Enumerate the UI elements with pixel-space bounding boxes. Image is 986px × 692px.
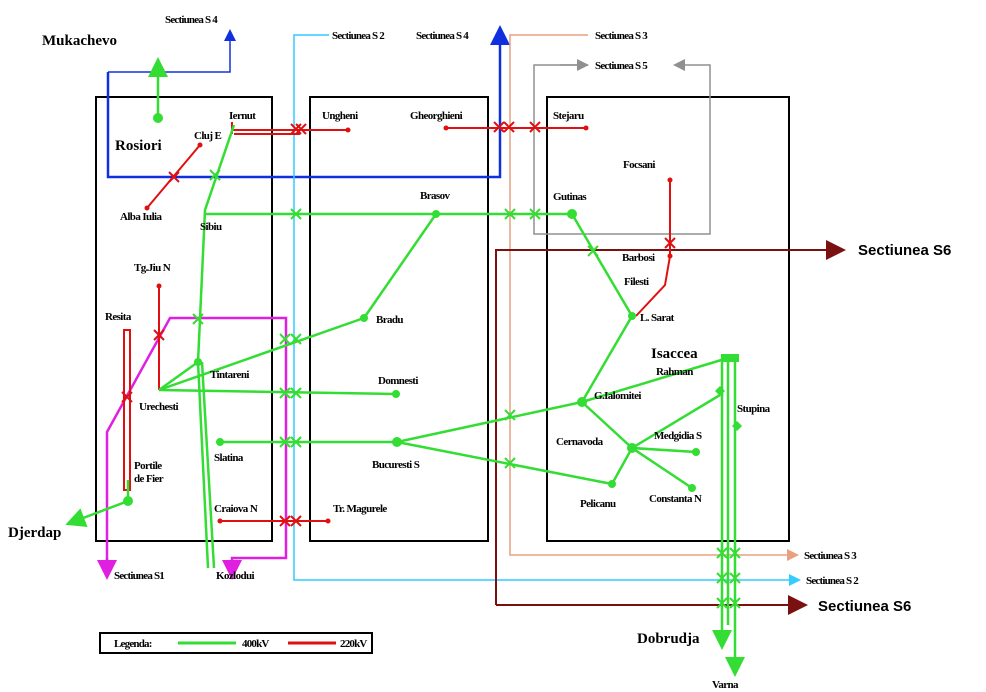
label-trmagurele: Tr. Magurele	[333, 503, 387, 515]
label-bucuresti: Bucuresti S	[372, 459, 420, 471]
label-mukachevo: Mukachevo	[42, 33, 117, 49]
label-s2-top: Sectiunea S 2	[332, 30, 385, 42]
breaker-marks-220kv	[121, 121, 676, 527]
legend-220kv-label: 220kV	[340, 638, 367, 650]
label-gheorghieni: Gheorghieni	[410, 110, 463, 122]
section-s6-lines	[495, 240, 846, 615]
label-s4-left: Sectiunea S 4	[165, 14, 218, 26]
region-east-frame	[546, 96, 790, 542]
label-s5-top: Sectiunea S 5	[595, 60, 648, 72]
label-s6-bottom: Sectiunea S6	[818, 598, 911, 615]
nodes-220kv	[144, 125, 673, 524]
lines-400kv	[65, 57, 745, 677]
label-sibiu: Sibiu	[200, 221, 222, 233]
label-domnesti: Domnesti	[378, 375, 418, 387]
external-labels: Mukachevo Rosiori Djerdap Isaccea Rahman…	[8, 33, 771, 691]
label-tgjiu: Tg.Jiu N	[134, 262, 171, 274]
label-s4-top: Sectiunea S 4	[416, 30, 469, 42]
legend-400kv-label: 400kV	[242, 638, 269, 650]
section-s3-lines	[509, 34, 799, 561]
label-s1-bottom: Sectiunea S1	[114, 570, 164, 582]
label-bradu: Bradu	[376, 314, 403, 326]
section-s5-lines	[533, 59, 711, 235]
label-isaccea: Isaccea	[651, 346, 698, 362]
legend-title: Legenda:	[114, 638, 152, 650]
label-portile: Portile	[134, 460, 162, 472]
label-cluj: Cluj E	[194, 130, 222, 142]
label-iernut: Iernut	[229, 110, 256, 122]
label-stupina: Stupina	[737, 403, 771, 415]
label-barbosi: Barbosi	[622, 252, 655, 264]
legend: Legenda: 400kV 220kV	[99, 632, 373, 654]
breaker-marks-400kv	[192, 169, 741, 609]
label-rosiori: Rosiori	[115, 138, 162, 154]
label-dobrudja: Dobrudja	[637, 631, 700, 647]
label-ungheni: Ungheni	[322, 110, 358, 122]
label-varna: Varna	[712, 679, 739, 691]
label-s3-bottom: Sectiunea S 3	[804, 550, 857, 562]
nodes-400kv	[123, 113, 742, 506]
label-gutinas: Gutinas	[553, 191, 587, 203]
section-s4-lines	[106, 25, 510, 179]
label-rahman: Rahman	[656, 366, 693, 378]
label-urechesti: Urechesti	[139, 401, 179, 413]
label-djerdap: Djerdap	[8, 525, 61, 541]
section-s2-lines	[293, 34, 801, 586]
label-de-fier: de Fier	[134, 473, 164, 485]
lines-220kv	[123, 122, 671, 522]
label-constanta: Constanta N	[649, 493, 702, 505]
label-medgidia: Medgidia S	[654, 430, 702, 442]
label-resita: Resita	[105, 311, 132, 323]
label-gialomita: G.Ialomitei	[594, 390, 641, 402]
section-s1-lines	[97, 316, 288, 580]
label-focsani: Focsani	[623, 159, 655, 171]
label-s3-top: Sectiunea S 3	[595, 30, 648, 42]
label-lsarat: L. Sarat	[640, 312, 675, 324]
label-s6-right: Sectiunea S6	[858, 242, 951, 259]
section-labels: Sectiunea S 4 Sectiunea S 2 Sectiunea S …	[114, 14, 951, 615]
label-stejaru: Stejaru	[553, 110, 584, 122]
label-slatina: Slatina	[214, 452, 244, 464]
label-pelicanu: Pelicanu	[580, 498, 616, 510]
label-s2-bottom: Sectiunea S 2	[806, 575, 859, 587]
label-cernavoda: Cernavoda	[556, 436, 604, 448]
region-south-frame	[309, 96, 489, 542]
label-tantareni: Tintareni	[210, 369, 249, 381]
label-filesti: Filesti	[624, 276, 649, 288]
label-kozlodui: Kozlodui	[216, 570, 255, 582]
label-craiova: Craiova N	[214, 503, 258, 515]
node-labels: Cluj E Iernut Alba Iulia Sibiu Tg.Jiu N …	[105, 110, 703, 582]
label-alba: Alba Iulia	[120, 211, 162, 223]
label-brasov: Brasov	[420, 190, 451, 202]
